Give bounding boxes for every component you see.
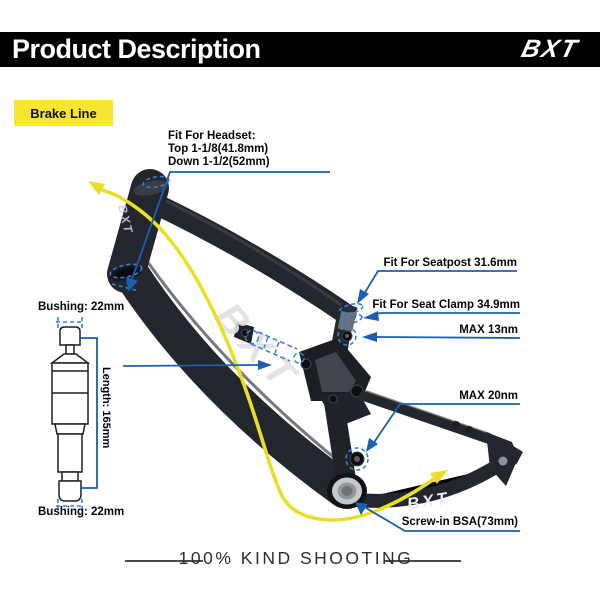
shock-bottom-eyelet bbox=[58, 480, 82, 502]
ghost-shock-bottom-edge bbox=[250, 343, 291, 362]
seat-stay bbox=[359, 391, 497, 445]
callout-headset-line3: Down 1-1/2(52mm) bbox=[168, 156, 270, 168]
callout-bushing-bottom: Bushing: 22mm bbox=[38, 506, 125, 518]
shock-step bbox=[54, 423, 86, 435]
ghost-shock-top-edge bbox=[257, 331, 298, 350]
arrow-shock-position bbox=[258, 360, 272, 370]
callout-headset: Fit For Headset: Top 1-1/8(41.8mm) Down … bbox=[168, 130, 270, 169]
shock-shoulder bbox=[49, 353, 91, 364]
brake-mount-boss bbox=[465, 426, 473, 434]
arrow-seat-clamp bbox=[363, 311, 379, 321]
leader-headset bbox=[131, 171, 330, 280]
callout-headset-line2: Top 1-1/8(41.8mm) bbox=[168, 143, 269, 155]
brake-line-path bbox=[96, 187, 436, 522]
seatpost-marker bbox=[338, 302, 364, 316]
brake-line-arrowhead-rear bbox=[430, 470, 448, 484]
length-dimension-line bbox=[80, 337, 98, 489]
down-tube bbox=[112, 254, 362, 508]
head-tube-bore bbox=[115, 268, 137, 278]
arrow-bsa bbox=[355, 502, 368, 515]
bb-bore bbox=[341, 486, 353, 496]
pivot-bolt bbox=[328, 394, 338, 404]
brake-mount-boss bbox=[452, 421, 460, 429]
ghost-shock-outline bbox=[244, 329, 305, 364]
callout-headset-line1: Fit For Headset: bbox=[168, 130, 256, 142]
headset-bottom-marker bbox=[109, 263, 143, 279]
brake-line-badge: Brake Line bbox=[14, 100, 113, 126]
seat-clamp-bolt-center bbox=[345, 334, 349, 338]
ghost-shock-eyelet-rear bbox=[293, 352, 305, 364]
leader-shock-position bbox=[122, 364, 259, 367]
rocker-link-inner bbox=[315, 352, 356, 392]
top-tube bbox=[149, 195, 357, 325]
leader-max13 bbox=[376, 336, 521, 339]
shock-neck bbox=[65, 344, 75, 355]
head-tube bbox=[107, 169, 169, 293]
page-title: Product Description bbox=[12, 34, 261, 64]
shock-shaft-narrow bbox=[61, 471, 79, 482]
shock-body-seams bbox=[52, 370, 88, 394]
top-tube-highlight bbox=[161, 197, 345, 309]
leader-seatpost bbox=[360, 270, 517, 300]
max20-bolt-marker bbox=[345, 447, 369, 471]
shock-shaft bbox=[57, 433, 83, 473]
callout-max-20: MAX 20nm bbox=[459, 390, 518, 402]
bike-frame: BXT BXT BXT bbox=[107, 169, 523, 514]
bushing-bottom-bracket bbox=[56, 499, 84, 512]
arrow-max13 bbox=[362, 332, 377, 342]
footer-caption: 100% KIND SHOOTING bbox=[178, 548, 414, 568]
brake-line-arrowhead-front bbox=[88, 181, 105, 195]
callout-seat-clamp: Fit For Seat Clamp 34.9mm bbox=[372, 299, 520, 311]
headset-bottom-tick bbox=[111, 283, 140, 292]
seatpost-opening bbox=[340, 305, 358, 313]
callout-bsa: Screw-in BSA(73mm) bbox=[401, 516, 518, 528]
ghost-shock-eyelet-front bbox=[244, 329, 260, 345]
callout-max-13: MAX 13nm bbox=[459, 324, 518, 336]
shock-diagram bbox=[49, 326, 91, 502]
dashed-markers bbox=[56, 175, 369, 512]
arrow-max20 bbox=[366, 438, 378, 452]
leader-seat-clamp bbox=[367, 312, 520, 318]
leader-bsa bbox=[365, 507, 520, 532]
headset-top-marker bbox=[142, 175, 170, 189]
callout-arrowheads bbox=[126, 277, 379, 515]
callout-bushing-top: Bushing: 22mm bbox=[38, 301, 125, 313]
brake-line-route bbox=[88, 181, 448, 522]
dropout-tab bbox=[510, 444, 523, 465]
max13-bolt-marker bbox=[337, 326, 357, 346]
axle-hole bbox=[498, 456, 508, 466]
main-pivot-bolt-center bbox=[354, 456, 360, 462]
leader-max20 bbox=[372, 403, 520, 445]
ghost-shock-seam bbox=[263, 336, 269, 349]
header-bar: Product Description BXT bbox=[0, 32, 600, 67]
seat-clamp-marker bbox=[341, 313, 363, 325]
arrow-headset bbox=[126, 277, 138, 292]
bushing-top-bracket bbox=[56, 317, 84, 331]
brand-logo: BXT bbox=[518, 35, 582, 63]
shock-top-eyelet bbox=[59, 326, 81, 346]
callout-shock-length: Length: 165mm bbox=[100, 367, 112, 449]
arrow-seatpost bbox=[357, 289, 369, 304]
head-tube-top-cap bbox=[133, 180, 169, 196]
callout-seatpost: Fit For Seatpost 31.6mm bbox=[383, 257, 517, 269]
ghost-shock-seam bbox=[274, 341, 280, 354]
